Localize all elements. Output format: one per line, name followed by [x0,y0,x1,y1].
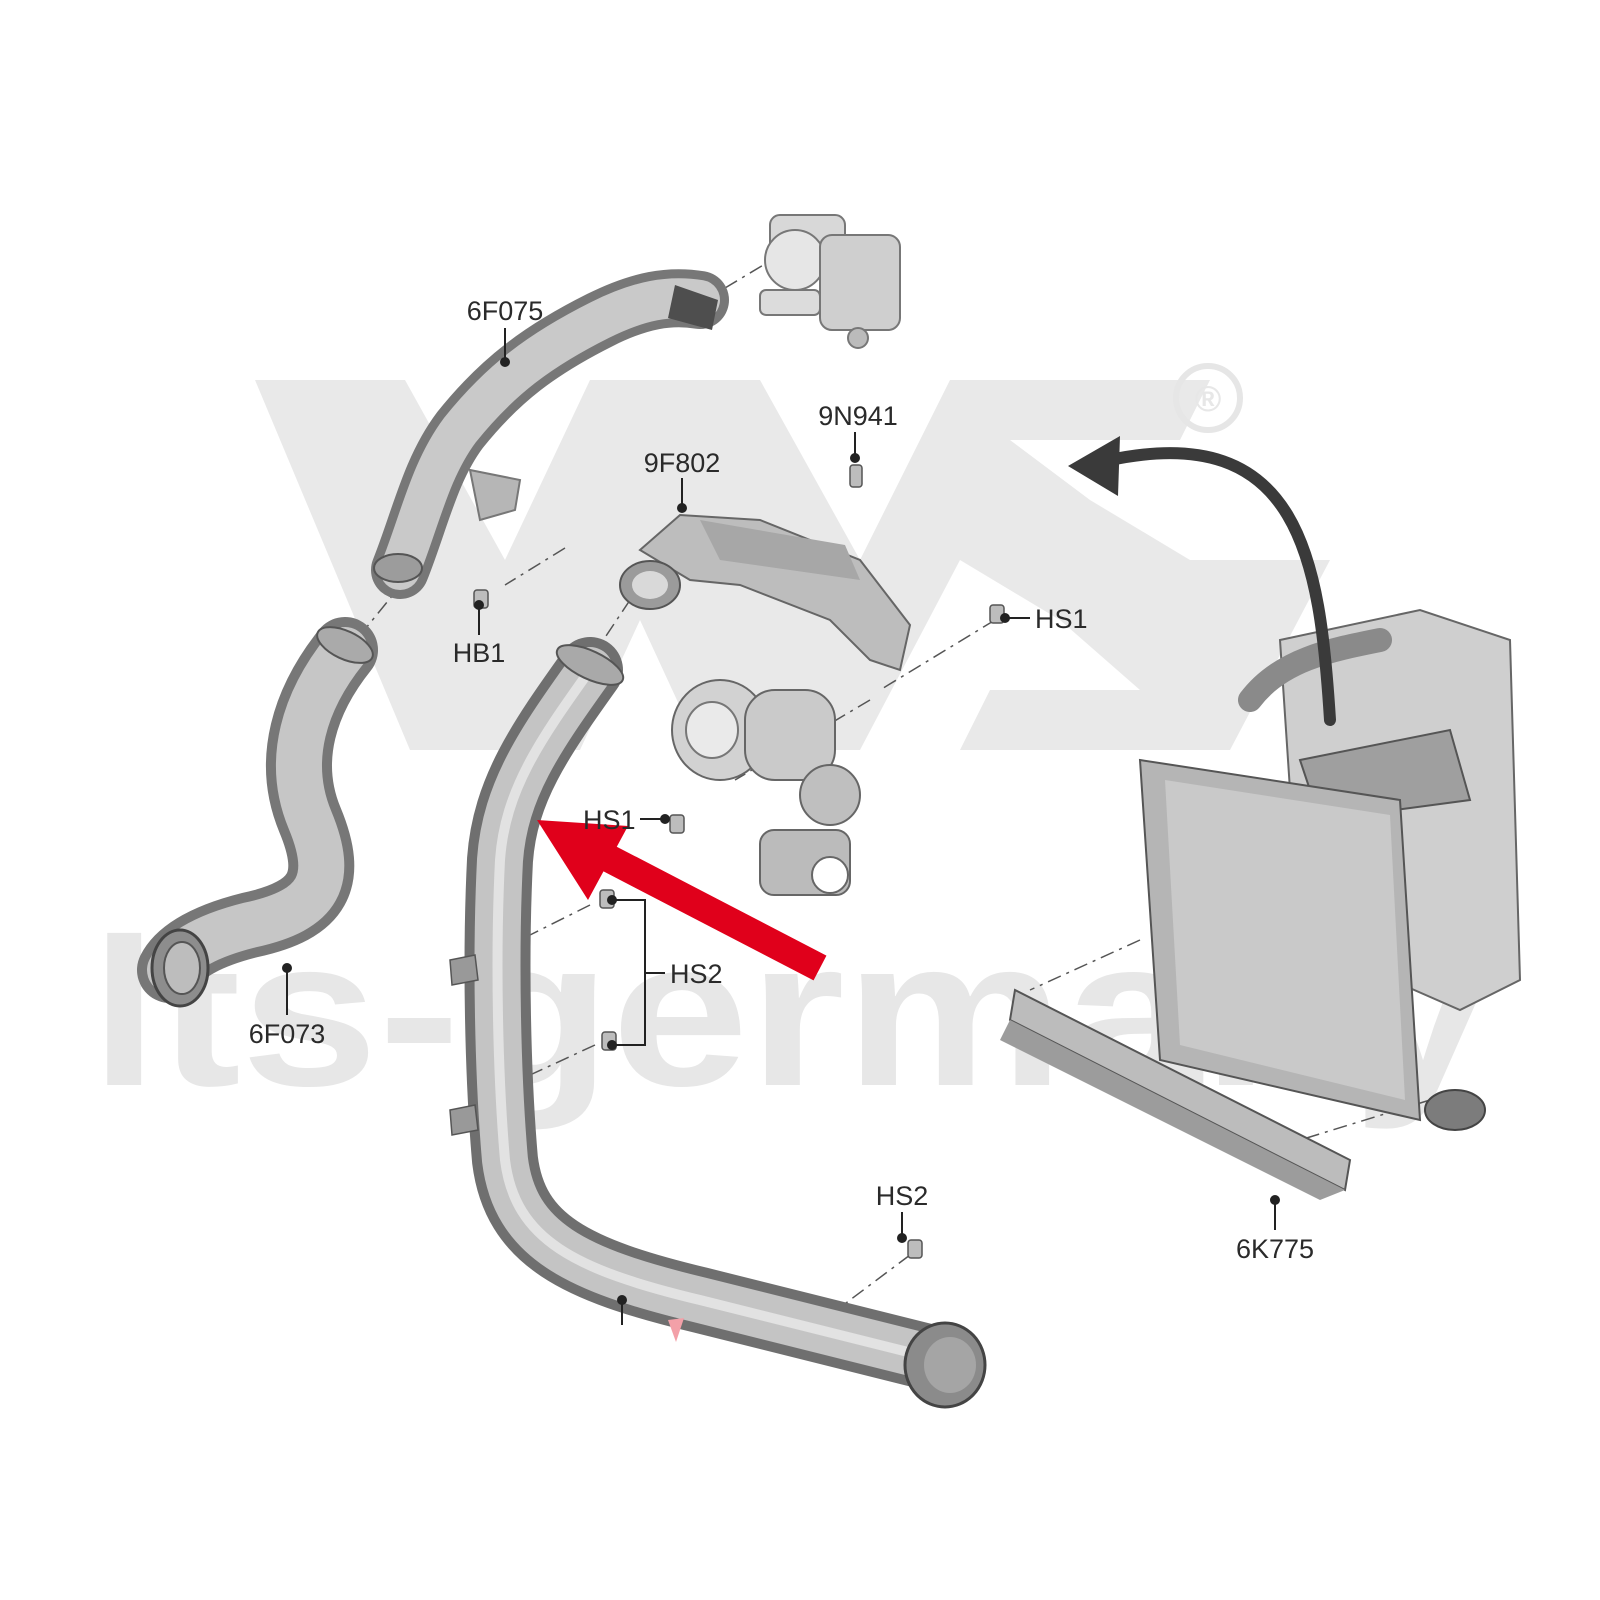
part-label-hs2-bottom: HS2 [876,1181,929,1211]
pipe-9f802 [619,513,912,672]
part-label-hb1: HB1 [453,638,506,668]
hidden-label-fragment [668,1318,684,1342]
part-label-9n941: 9N941 [818,401,898,431]
pipe-6f075 [371,269,729,599]
throttle-body [759,214,901,349]
turbocharger [671,679,861,896]
watermark-registered-circle [1173,363,1243,433]
part-label-9f802: 9F802 [644,448,721,478]
engine-location-view [1000,608,1522,1200]
curved-arrow-icon [1068,436,1336,726]
part-label-6k775: 6K775 [1236,1234,1314,1264]
pipe-6f073 [137,617,378,1008]
part-label-6f075: 6F075 [467,296,544,326]
watermark-registered-mark: ® [1195,378,1222,419]
part-label-hs1-left: HS1 [583,805,636,835]
fasteners [473,464,1005,1259]
part-label-6f073: 6F073 [249,1019,326,1049]
label-leaders [282,328,1280,1325]
part-label-hs2-mid: HS2 [670,959,723,989]
part-labels: 6F075 9N941 9F802 HS1 HB1 HS1 HS2 6F073 … [249,296,1314,1264]
red-arrow-icon [537,820,827,981]
charge-air-pipe-main [449,637,987,1409]
part-label-hs1-right: HS1 [1035,604,1088,634]
